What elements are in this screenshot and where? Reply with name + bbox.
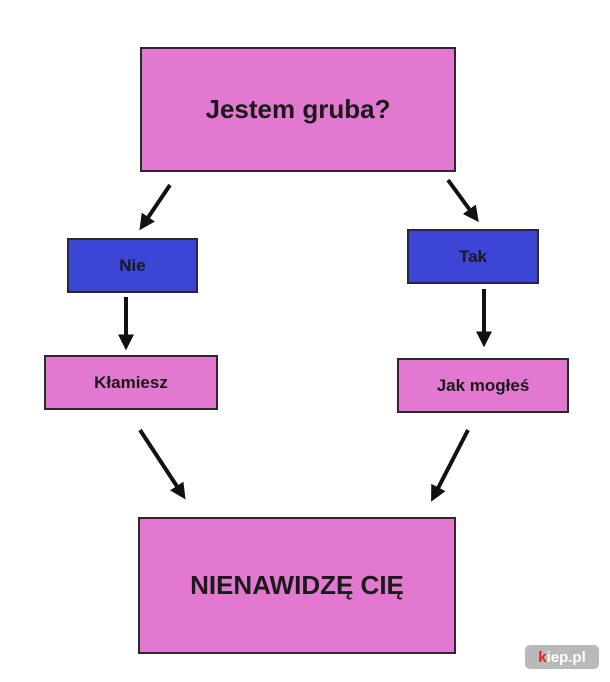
- yes-box: Tak: [407, 229, 539, 284]
- how-could-you-text: Jak mogłeś: [436, 375, 530, 395]
- question-text: Jestem gruba?: [205, 94, 391, 124]
- how-could-you-box: Jak mogłeś: [397, 358, 569, 413]
- result-text: NIENAWIDZĘ CIĘ: [190, 570, 404, 600]
- arrow-lying-to-result: [138, 428, 186, 500]
- lying-text: Kłamiesz: [94, 372, 168, 392]
- no-label: Nie: [119, 255, 146, 275]
- no-box: Nie: [67, 238, 198, 293]
- watermark-k: k: [538, 648, 547, 666]
- arrow-how-to-result: [431, 429, 470, 502]
- question-box: Jestem gruba?: [140, 47, 456, 172]
- arrow-question-to-yes: [446, 178, 479, 223]
- yes-label: Tak: [458, 246, 488, 266]
- arrow-question-to-no: [139, 183, 172, 231]
- result-box: NIENAWIDZĘ CIĘ: [138, 517, 456, 654]
- lying-box: Kłamiesz: [44, 355, 218, 410]
- watermark-rest: iep.pl: [546, 648, 586, 666]
